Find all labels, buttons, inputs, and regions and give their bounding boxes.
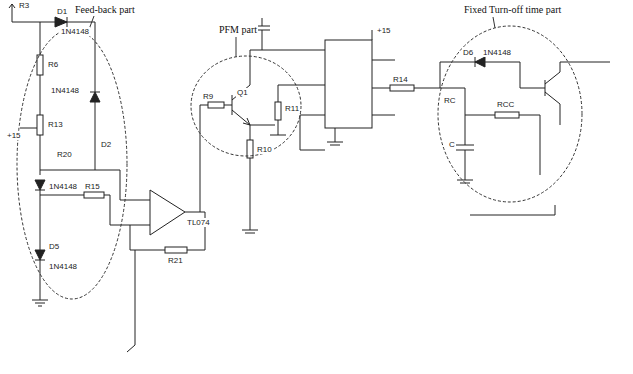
component-label: R21 (167, 256, 184, 265)
component-label: D6 (462, 48, 474, 57)
component-label: 1N4148 (48, 262, 78, 271)
component-label: Q1 (236, 88, 249, 97)
region-heading: Fixed Turn-off time part (463, 4, 562, 15)
component-label: R9 (202, 92, 214, 101)
component-label: 1N4148 (60, 27, 90, 36)
component-label: R14 (392, 75, 409, 84)
component-label: 1N4148 (50, 86, 80, 95)
region-heading: Feed-back part (74, 4, 136, 15)
component-label: +15 (376, 26, 392, 35)
region-heading: PFM part (218, 24, 258, 35)
component-label: C (448, 140, 456, 149)
component-label: RC (443, 96, 457, 105)
component-label: R10 (256, 145, 273, 154)
component-label: D5 (48, 242, 60, 251)
component-label: R13 (47, 120, 64, 129)
dashed-outline (10, 4, 155, 304)
component-label: TL074 (186, 218, 211, 227)
component-label: D1 (56, 7, 68, 16)
component-label: R20 (56, 150, 73, 159)
region-ellipse: Feed-back part (10, 4, 155, 304)
component-label: R15 (84, 182, 101, 191)
component-label: R3 (18, 1, 30, 10)
component-label: RCC (496, 100, 515, 109)
component-label: D2 (100, 140, 112, 149)
component-label: R11 (284, 104, 300, 113)
component-label: 1N4148 (482, 48, 512, 57)
component-label: R6 (47, 60, 59, 69)
component-label: +15 (6, 131, 22, 140)
component-label: 1N4148 (48, 182, 78, 191)
